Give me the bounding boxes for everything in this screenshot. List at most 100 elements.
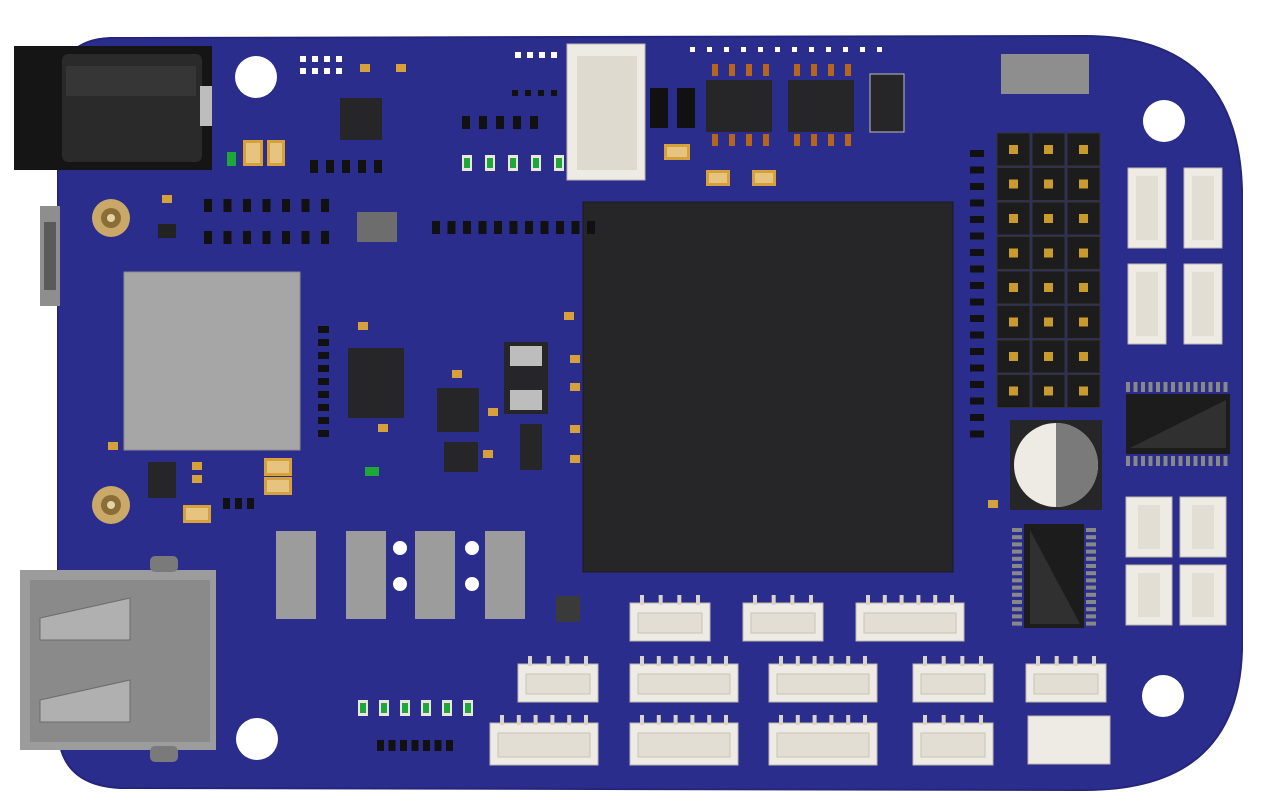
ic-lead bbox=[811, 134, 817, 146]
jst-pin bbox=[933, 595, 938, 605]
ic-lead bbox=[1156, 456, 1160, 466]
ic-lead bbox=[1163, 382, 1168, 392]
smd-part bbox=[826, 47, 831, 52]
via-hole bbox=[465, 577, 479, 591]
jst-pin bbox=[696, 595, 700, 605]
smd-part bbox=[724, 47, 729, 52]
smd-capacitor-top bbox=[709, 173, 727, 183]
ic-lead bbox=[1186, 382, 1190, 392]
gray-pad bbox=[485, 531, 525, 619]
smd-part bbox=[336, 56, 342, 62]
smd-resistor bbox=[483, 450, 493, 458]
jst-pin bbox=[500, 715, 504, 725]
header-pin bbox=[1079, 214, 1088, 223]
dc-power-jack bbox=[14, 46, 212, 170]
vertical-jst-connector-body bbox=[1192, 176, 1214, 240]
ic-lead bbox=[712, 134, 718, 146]
smd-pad bbox=[970, 397, 984, 405]
smd-part bbox=[324, 56, 330, 62]
regulator bbox=[357, 212, 397, 242]
ic-lead bbox=[1086, 600, 1096, 604]
smd-part bbox=[587, 221, 595, 234]
header-pin-housing bbox=[996, 305, 1031, 339]
smd-part bbox=[336, 68, 342, 74]
gray-pad bbox=[276, 531, 316, 619]
ic-chip bbox=[348, 348, 404, 418]
header-pin-housing bbox=[1031, 270, 1066, 305]
ic-chip bbox=[706, 80, 772, 132]
jst-pin bbox=[533, 715, 538, 725]
jst-pin bbox=[707, 656, 712, 666]
ic-chip bbox=[340, 98, 382, 140]
led bbox=[402, 703, 408, 713]
ic-lead bbox=[1126, 456, 1130, 466]
smd-pad bbox=[970, 265, 984, 273]
smd-part bbox=[538, 90, 544, 96]
smd-part bbox=[512, 90, 518, 96]
smd-part bbox=[527, 52, 533, 58]
led bbox=[533, 158, 539, 168]
jst-connector-body bbox=[750, 612, 816, 634]
jst-connector-body bbox=[920, 732, 986, 758]
smd-part bbox=[358, 160, 366, 173]
gray-module bbox=[1001, 54, 1089, 94]
ic-lead bbox=[1012, 578, 1022, 583]
smd-part bbox=[496, 116, 504, 129]
mounting-hole bbox=[236, 718, 278, 760]
smd-part bbox=[321, 199, 329, 212]
smd-capacitor-top bbox=[246, 143, 260, 163]
ic-lead bbox=[794, 134, 800, 146]
smd-part bbox=[509, 221, 518, 234]
smd-resistor bbox=[162, 195, 172, 203]
smd-part bbox=[223, 231, 232, 244]
jst-pin bbox=[1073, 656, 1078, 666]
ic-lead bbox=[1012, 528, 1022, 532]
smd-part bbox=[321, 231, 329, 244]
smd-pad bbox=[970, 414, 984, 421]
smd-part bbox=[318, 404, 329, 411]
header-pin bbox=[1079, 386, 1088, 396]
smd-part bbox=[447, 221, 456, 234]
ic-lead bbox=[828, 134, 834, 146]
smd-part bbox=[741, 47, 746, 52]
jst-pin bbox=[979, 715, 983, 725]
jst-pin bbox=[916, 595, 921, 605]
smd-part bbox=[262, 199, 271, 212]
jst-pin bbox=[640, 715, 644, 725]
gray-pad bbox=[346, 531, 386, 619]
smd-part bbox=[388, 740, 396, 751]
smd-part bbox=[463, 221, 471, 234]
smd-resistor bbox=[358, 322, 368, 330]
smd-capacitor-top bbox=[267, 480, 289, 492]
ic-lead bbox=[1171, 456, 1175, 466]
smd-part bbox=[860, 47, 865, 52]
jst-pin bbox=[863, 715, 867, 725]
jst-pin bbox=[1092, 656, 1096, 666]
smd-resistor bbox=[570, 425, 580, 433]
ic-lead bbox=[712, 64, 718, 76]
smd-part bbox=[301, 231, 310, 244]
smd-part bbox=[262, 231, 271, 244]
smd-resistor bbox=[570, 383, 580, 391]
white-3-pin-connector bbox=[566, 43, 646, 181]
smd-part bbox=[243, 199, 251, 212]
ic-lead bbox=[1086, 549, 1096, 554]
ic-lead bbox=[1133, 382, 1138, 392]
ic-lead bbox=[1086, 564, 1096, 568]
jst-pin bbox=[658, 595, 663, 605]
ic-lead bbox=[1186, 456, 1190, 466]
jst-pin bbox=[923, 715, 927, 725]
smd-part bbox=[432, 221, 440, 234]
smd-pad bbox=[970, 315, 984, 322]
header-pin bbox=[1009, 179, 1018, 189]
smd-part bbox=[877, 47, 882, 52]
smd-part bbox=[792, 47, 797, 52]
header-pin bbox=[1009, 214, 1018, 223]
smd-part bbox=[243, 231, 251, 244]
jst-pin bbox=[516, 715, 521, 725]
ic-lead bbox=[1141, 456, 1145, 466]
smd-part bbox=[434, 740, 442, 751]
header-pin bbox=[1009, 145, 1018, 154]
ic-lead bbox=[1012, 592, 1022, 597]
